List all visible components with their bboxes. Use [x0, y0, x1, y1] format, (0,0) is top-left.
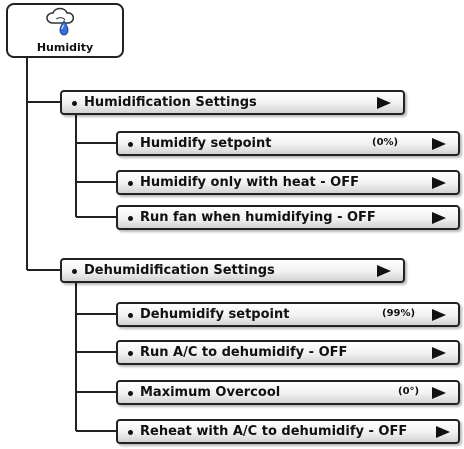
- humidify-setpoint-label: Humidify setpoint: [140, 136, 272, 151]
- reheat-with-ac-label: Reheat with A/C to dehumidify - OFF: [140, 424, 408, 439]
- bullet-icon: [128, 142, 133, 147]
- arrow-right-icon: [432, 212, 446, 224]
- arrow-right-icon: [432, 309, 446, 321]
- dehumidify-setpoint-label: Dehumidify setpoint: [140, 307, 290, 322]
- maximum-overcool-label: Maximum Overcool: [140, 385, 281, 400]
- arrow-right-icon: [432, 138, 446, 150]
- humidification-settings-label: Humidification Settings: [84, 95, 257, 110]
- arrow-right-icon: [377, 97, 391, 109]
- arrow-right-icon: [432, 387, 446, 399]
- run-ac-to-dehumidify-label: Run A/C to dehumidify - OFF: [140, 345, 348, 360]
- maximum-overcool-item[interactable]: Maximum Overcool (0°): [116, 380, 460, 405]
- bullet-icon: [128, 430, 133, 435]
- humidification-settings-item[interactable]: Humidification Settings: [60, 90, 405, 115]
- dehumidification-settings-item[interactable]: Dehumidification Settings: [60, 258, 405, 283]
- arrow-right-icon: [377, 265, 391, 277]
- dehumidification-settings-label: Dehumidification Settings: [84, 263, 275, 278]
- reheat-with-ac-item[interactable]: Reheat with A/C to dehumidify - OFF: [116, 419, 460, 444]
- dehumidify-setpoint-value: (99%): [382, 308, 416, 319]
- humidity-root-node[interactable]: Humidity: [6, 3, 124, 58]
- humidify-only-with-heat-label: Humidify only with heat - OFF: [140, 175, 359, 190]
- run-ac-to-dehumidify-item[interactable]: Run A/C to dehumidify - OFF: [116, 340, 460, 365]
- humidify-setpoint-value: (0%): [372, 137, 399, 148]
- bullet-icon: [128, 216, 133, 221]
- bullet-icon: [128, 351, 133, 356]
- bullet-icon: [128, 181, 133, 186]
- bullet-icon: [128, 313, 133, 318]
- dehumidify-setpoint-item[interactable]: Dehumidify setpoint (99%): [116, 302, 460, 327]
- arrow-right-icon: [436, 426, 450, 438]
- run-fan-when-humidifying-item[interactable]: Run fan when humidifying - OFF: [116, 205, 460, 230]
- bullet-icon: [72, 101, 77, 106]
- arrow-right-icon: [432, 347, 446, 359]
- humidify-setpoint-item[interactable]: Humidify setpoint (0%): [116, 131, 460, 156]
- humidity-icon: [46, 7, 75, 36]
- humidify-only-with-heat-item[interactable]: Humidify only with heat - OFF: [116, 170, 460, 195]
- arrow-right-icon: [432, 177, 446, 189]
- run-fan-when-humidifying-label: Run fan when humidifying - OFF: [140, 210, 376, 225]
- bullet-icon: [72, 269, 77, 274]
- humidity-label: Humidity: [36, 41, 94, 54]
- maximum-overcool-value: (0°): [398, 386, 420, 397]
- bullet-icon: [128, 391, 133, 396]
